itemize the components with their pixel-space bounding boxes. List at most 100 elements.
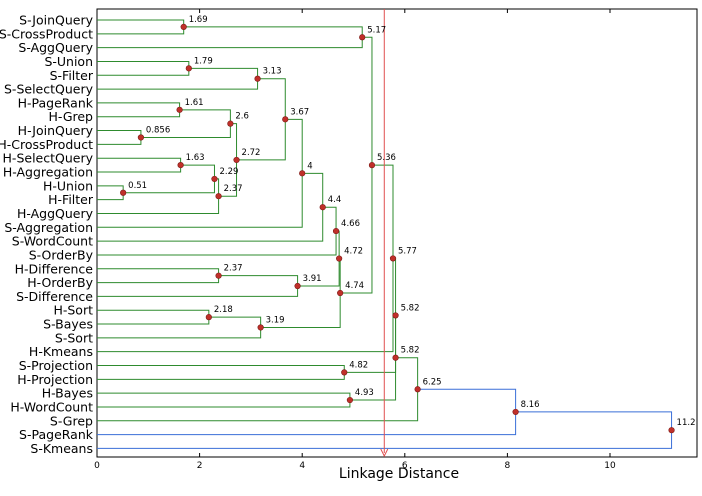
node-marker-m25 xyxy=(341,369,348,376)
height-label-m25: 4.82 xyxy=(349,360,368,370)
link-m11 xyxy=(97,178,220,214)
leaf-label-s-difference: S-Difference xyxy=(16,289,93,304)
node-marker-m9 xyxy=(120,189,127,196)
node-marker-m6 xyxy=(137,134,145,141)
height-label-m31: 11.2 xyxy=(677,418,696,428)
node-marker-m2 xyxy=(359,34,366,41)
node-marker-m24 xyxy=(389,255,397,262)
node-marker-m19 xyxy=(336,255,343,262)
leaf-label-s-aggregation: S-Aggregation xyxy=(4,220,93,235)
height-label-m28: 5.82 xyxy=(401,346,420,356)
leaf-label-h-sort: H-Sort xyxy=(53,303,93,318)
leaf-label-s-joinquery: S-JoinQuery xyxy=(19,13,93,28)
x-tick-label-10: 10 xyxy=(604,461,616,471)
cutoff-arrow xyxy=(380,448,389,458)
height-label-m15: 4.4 xyxy=(328,195,342,205)
node-marker-m4 xyxy=(254,75,261,82)
link-m28 xyxy=(349,315,397,401)
node-marker-m14 xyxy=(299,170,306,177)
leaf-label-h-filter: H-Filter xyxy=(48,192,94,207)
link-m4 xyxy=(97,67,259,90)
link-m17 xyxy=(97,268,220,284)
x-axis-title: Linkage Distance xyxy=(339,466,459,482)
leaf-label-h-joinquery: H-JoinQuery xyxy=(18,123,94,138)
height-label-m13: 3.67 xyxy=(290,107,309,117)
node-marker-m13 xyxy=(282,116,289,123)
leaf-label-h-crossproduct: H-CrossProduct xyxy=(0,137,93,152)
node-marker-m17 xyxy=(215,272,222,279)
node-marker-m11 xyxy=(215,193,222,200)
node-marker-m8 xyxy=(177,162,184,169)
link-m20 xyxy=(97,309,210,325)
height-label-m18: 3.91 xyxy=(303,274,322,284)
x-tick-label-4: 4 xyxy=(299,461,305,471)
height-label-m17: 2.37 xyxy=(224,264,243,274)
height-label-m27: 4.93 xyxy=(355,388,374,398)
height-label-m3: 1.79 xyxy=(194,56,213,66)
leaf-label-s-orderby: S-OrderBy xyxy=(29,247,94,262)
leaf-label-s-crossproduct: S-CrossProduct xyxy=(0,26,93,41)
height-label-m8: 1.63 xyxy=(186,153,205,163)
leaf-label-layer: S-JoinQueryS-CrossProductS-AggQueryS-Uni… xyxy=(0,13,94,456)
link-m21 xyxy=(97,316,262,339)
node-marker-m21 xyxy=(257,324,264,331)
height-label-m4: 3.13 xyxy=(263,67,282,77)
height-label-m10: 2.29 xyxy=(219,167,238,177)
node-marker-m27 xyxy=(346,396,354,404)
node-marker-m18 xyxy=(294,282,301,290)
height-label-m21: 3.19 xyxy=(266,315,285,325)
link-m3 xyxy=(97,60,190,76)
leaf-label-s-aggquery: S-AggQuery xyxy=(18,40,93,55)
node-marker-m1 xyxy=(180,23,187,31)
height-label-m7: 2.6 xyxy=(235,112,249,122)
leaf-label-s-pagerank: S-PageRank xyxy=(19,427,94,442)
cutoff-layer xyxy=(380,9,389,458)
node-marker-m7 xyxy=(227,120,234,127)
plot-frame xyxy=(96,8,698,458)
leaf-label-h-orderby: H-OrderBy xyxy=(27,275,93,290)
node-marker-m29 xyxy=(414,386,421,393)
link-m27 xyxy=(97,392,351,408)
leaf-label-h-projection: H-Projection xyxy=(17,372,93,387)
node-marker-m26 xyxy=(392,312,399,319)
leaf-label-s-wordcount: S-WordCount xyxy=(12,234,93,249)
height-label-m14: 4 xyxy=(307,161,312,171)
height-label-m1: 1.69 xyxy=(189,15,208,25)
node-marker-m22 xyxy=(337,289,344,297)
leaf-label-h-grep: H-Grep xyxy=(48,109,93,124)
height-label-m24: 5.77 xyxy=(398,246,417,256)
node-marker-m30 xyxy=(512,408,519,416)
x-tick-label-8: 8 xyxy=(505,461,511,471)
x-tick-label-0: 0 xyxy=(94,461,100,471)
height-label-m26: 5.82 xyxy=(401,303,420,313)
node-marker-m5 xyxy=(176,106,183,113)
height-label-m30: 8.16 xyxy=(521,400,540,410)
link-m30 xyxy=(97,388,517,436)
height-label-m20: 2.18 xyxy=(214,305,233,315)
node-marker-m15 xyxy=(319,204,326,211)
height-label-m2: 5.17 xyxy=(367,25,386,35)
height-label-m19: 4.72 xyxy=(344,247,363,257)
leaf-label-s-union: S-Union xyxy=(44,54,93,69)
node-marker-m20 xyxy=(205,314,212,321)
height-label-m23: 5.36 xyxy=(377,153,396,163)
link-m6 xyxy=(97,130,142,145)
height-label-m6: 0.856 xyxy=(146,125,170,135)
leaf-label-s-sort: S-Sort xyxy=(55,330,93,345)
height-label-m9: 0.51 xyxy=(128,181,147,191)
node-marker-m10 xyxy=(211,175,218,183)
leaf-label-h-aggregation: H-Aggregation xyxy=(3,165,93,180)
link-m25 xyxy=(97,365,345,380)
height-label-m12: 2.72 xyxy=(242,148,261,158)
node-marker-layer xyxy=(120,23,675,434)
x-tick-label-2: 2 xyxy=(197,461,203,471)
leaf-label-s-filter: S-Filter xyxy=(50,68,94,83)
height-label-m16: 4.66 xyxy=(341,219,360,229)
leaf-label-h-aggquery: H-AggQuery xyxy=(17,206,94,221)
height-label-m29: 6.25 xyxy=(423,377,442,387)
leaf-label-s-bayes: S-Bayes xyxy=(43,317,93,332)
leaf-label-h-wordcount: H-WordCount xyxy=(10,399,93,414)
node-marker-m12 xyxy=(233,156,240,164)
